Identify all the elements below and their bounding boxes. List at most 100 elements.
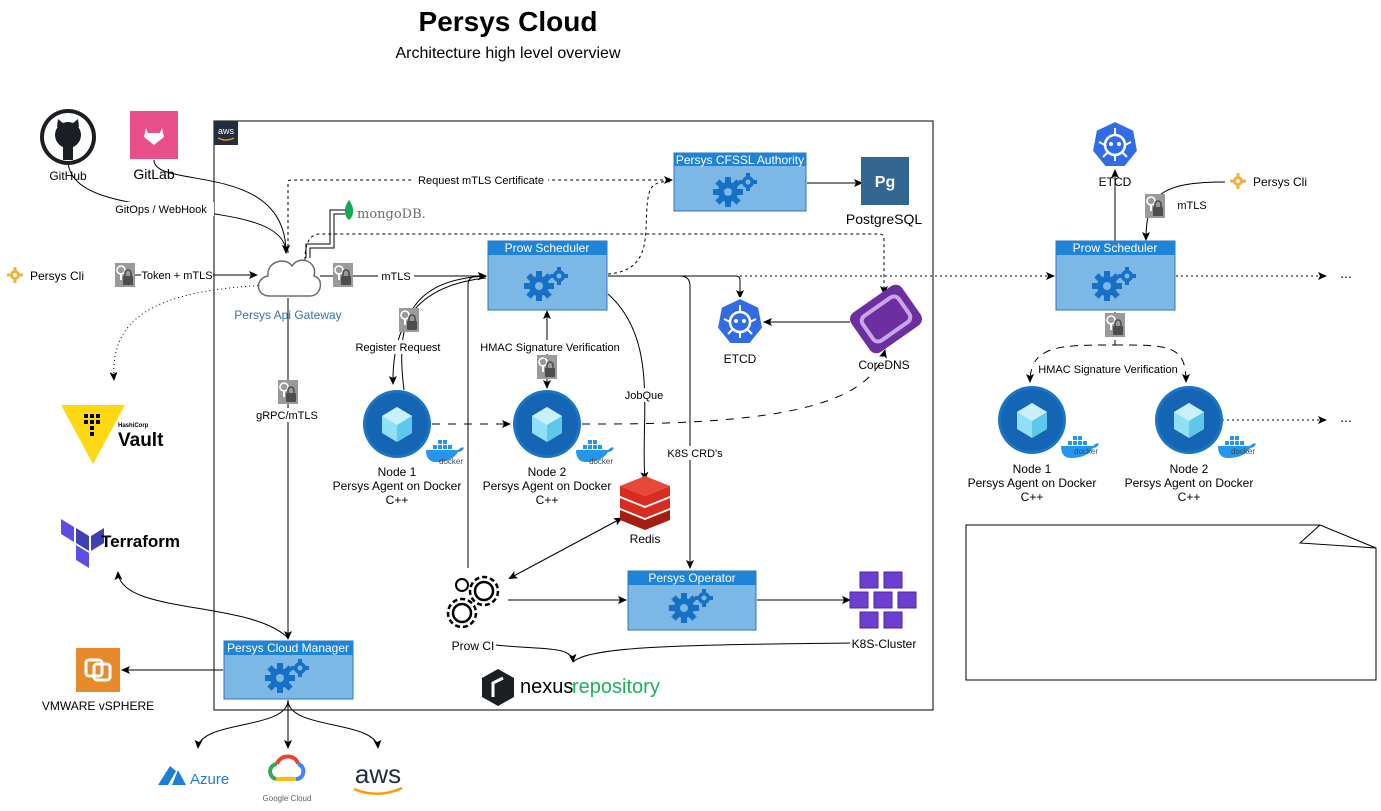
remote-node1-agent[interactable]: docker Node 1 Persys Agent on Docker C++ (968, 386, 1099, 504)
remote-node1-name: Node 1 (1013, 462, 1052, 476)
google-cloud-node[interactable]: Google Cloud (263, 754, 312, 804)
k8s-cluster-node[interactable]: K8S-Cluster (849, 571, 917, 651)
edge-label-jobque: JobQue (625, 390, 664, 402)
remote-scheduler-service[interactable]: Prow Scheduler (1055, 240, 1176, 311)
docker-label: docker (1231, 447, 1255, 456)
connections (67, 159, 1327, 749)
note-shape (965, 524, 1377, 681)
remote-cli[interactable]: Persys Cli (1230, 173, 1307, 189)
etcd-label: ETCD (724, 352, 757, 366)
remote-node2-agent[interactable]: docker Node 2 Persys Agent on Docker C++ (1125, 386, 1256, 504)
agent-icon (998, 386, 1066, 454)
docker-label: docker (1074, 447, 1098, 456)
remote-scheduler-title: Prow Scheduler (1073, 241, 1158, 255)
coredns-label: CoreDNS (858, 358, 909, 372)
node2-lang: C++ (536, 493, 559, 507)
remote-etcd-node[interactable]: ETCD (1090, 119, 1140, 189)
remote-node1-lang: C++ (1021, 490, 1044, 504)
redis-label: Redis (630, 532, 661, 546)
lock-icon (332, 262, 354, 288)
scheduler-service[interactable]: Prow Scheduler (487, 240, 608, 311)
k8s-cluster-icon (849, 571, 917, 629)
edge-prowci-nexus (495, 644, 577, 663)
etcd-node[interactable]: ETCD (715, 296, 765, 366)
nexus-label-b: repository (572, 676, 660, 698)
node2-agent[interactable]: docker Node 2 Persys Agent on Docker C++ (483, 390, 614, 507)
postgres-icon (861, 157, 909, 205)
prow-ci-label: Prow CI (452, 639, 495, 653)
cfssl-service[interactable]: Persys CFSSL Authority (673, 152, 807, 212)
vmware-label: VMWARE vSPHERE (42, 699, 154, 713)
aws-logo-label: aws (355, 759, 401, 789)
gitlab-label: GitLab (133, 166, 174, 182)
persys-cli-left[interactable]: Persys Cli (7, 267, 84, 283)
node1-lang: C++ (386, 493, 409, 507)
api-gateway[interactable]: Persys Api Gateway (234, 259, 342, 322)
azure-label: Azure (190, 771, 229, 788)
edge-prowci-scheduler (467, 275, 486, 568)
cloud-manager-service[interactable]: Persys Cloud Manager (223, 640, 354, 700)
cloud-manager-title: Persys Cloud Manager (227, 641, 349, 655)
edge-gateway-mongodb (305, 209, 345, 258)
docker-label: docker (589, 457, 613, 466)
github-icon (40, 109, 96, 165)
edge-label-remote-mtls: mTLS (1177, 200, 1206, 212)
aws-provider-node[interactable]: aws (353, 759, 403, 795)
lock-icon (277, 379, 299, 405)
cli-icon (1230, 173, 1246, 189)
vault-brand: HashiCorp (118, 423, 149, 429)
postgres-label: PostgreSQL (846, 211, 922, 227)
github-node[interactable]: GitHub (40, 109, 96, 183)
persys-cli-label: Persys Cli (30, 269, 84, 283)
operator-service[interactable]: Persys Operator (627, 570, 757, 631)
edge-label-register: Register Request (356, 342, 441, 354)
lock-icon (114, 262, 136, 288)
edge-prowci-redis (508, 517, 623, 579)
etcd-icon (1090, 119, 1140, 169)
edge-cloudmanager-terraform (114, 571, 289, 639)
edge-remote-hmac-node2 (1114, 344, 1190, 383)
edge-label-remote-hmac: HMAC Signature Verification (1038, 364, 1177, 376)
coredns-node[interactable]: CoreDNS (847, 282, 925, 372)
node1-agent[interactable]: docker Node 1 Persys Agent on Docker C++ (333, 390, 464, 507)
cli-icon (7, 267, 23, 283)
gitlab-node[interactable]: GitLab (130, 111, 178, 182)
edge-label-token: Token + mTLS (141, 270, 212, 282)
docker-label: docker (439, 457, 463, 466)
page-title: Persys Cloud (419, 6, 598, 37)
k8s-cluster-label: K8S-Cluster (852, 637, 917, 651)
etcd-icon (715, 296, 765, 346)
remote-node2-lang: C++ (1178, 490, 1201, 504)
redis-node[interactable]: Redis (620, 476, 670, 546)
nexus-node[interactable]: nexus repository (482, 669, 660, 706)
terraform-icon (61, 519, 104, 568)
api-gateway-label: Persys Api Gateway (234, 308, 341, 322)
coredns-icon (849, 284, 923, 354)
vault-node[interactable]: HashiCorp Vault (61, 405, 164, 464)
remote-cli-label: Persys Cli (1253, 175, 1307, 189)
gears-icon (446, 575, 500, 629)
svg-text:aws: aws (218, 126, 235, 136)
terraform-node[interactable]: Terraform (61, 519, 180, 568)
operator-title: Persys Operator (648, 571, 735, 585)
edge-cloudmanager-aws (287, 699, 382, 749)
edge-node1-register (401, 272, 487, 391)
azure-node[interactable]: Azure (158, 766, 229, 788)
prow-ci-node[interactable]: Prow CI (446, 575, 500, 653)
scheduler-title: Prow Scheduler (505, 241, 590, 255)
mongodb-label: mongoDB. (357, 207, 426, 222)
aws-smile-icon (353, 786, 403, 795)
edge-gateway-vault (109, 284, 271, 381)
agent-icon (513, 390, 581, 458)
edge-label-k8s-crds: K8S CRD's (667, 448, 723, 460)
node1-desc: Persys Agent on Docker (333, 479, 462, 493)
postgres-node[interactable]: Pg PostgreSQL (846, 157, 922, 227)
edge-label-mtls: mTLS (381, 271, 410, 283)
edge-label-grpc: gRPC/mTLS (256, 410, 318, 422)
edge-scheduler-operator (679, 275, 694, 569)
edge-node2-coredns (581, 349, 887, 425)
mongodb-node[interactable]: mongoDB. (344, 200, 426, 222)
edge-remote-hmac-node1 (1026, 312, 1116, 383)
edge-gateway-cfssl (287, 176, 673, 253)
vmware-node[interactable]: VMWARE vSPHERE (42, 648, 154, 713)
